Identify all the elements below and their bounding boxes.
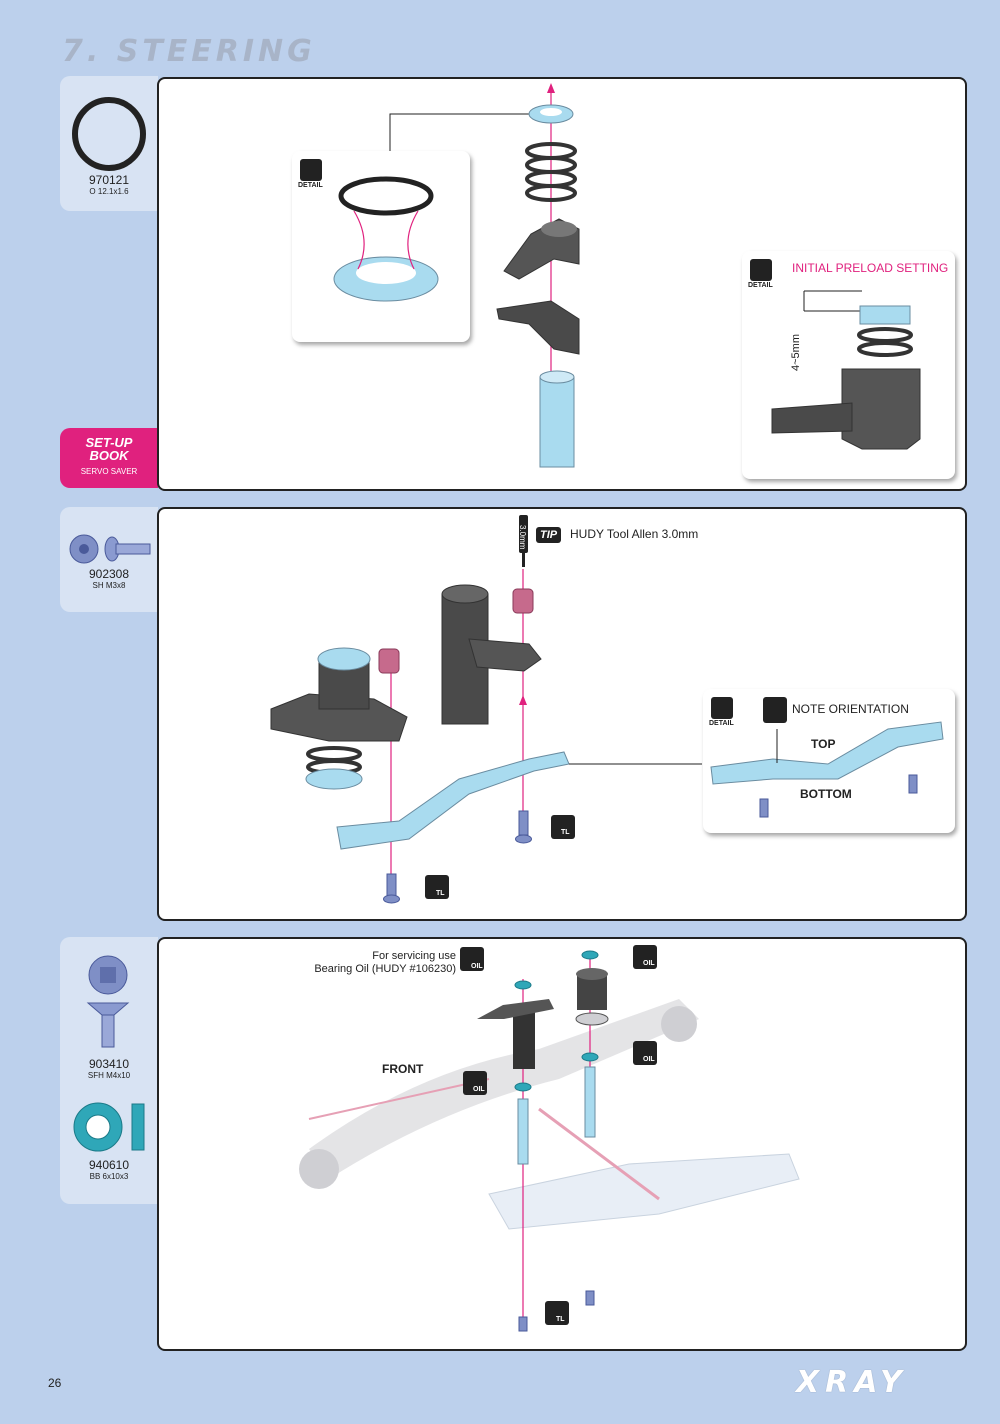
- chassis-install-diagram: [299, 945, 800, 1332]
- magnifier-detail-icon: [711, 697, 733, 719]
- setup-line2: BOOK: [89, 448, 129, 463]
- part-desc: BB 6x10x3: [89, 1172, 129, 1181]
- parts-box-step1: 970121 O 12.1x1.6: [60, 76, 158, 211]
- step1-panel: DETAIL DETAIL INITIAL PRELOAD SETTING 4~…: [157, 77, 967, 491]
- oil-label: OIL: [643, 1056, 655, 1063]
- oil-label: OIL: [473, 1086, 485, 1093]
- step3-panel: For servicing use Bearing Oil (HUDY #106…: [157, 937, 967, 1351]
- oil-label: OIL: [471, 963, 483, 970]
- detail-badge-label: DETAIL: [298, 182, 323, 189]
- top-label: TOP: [811, 737, 836, 751]
- magnifier-detail-icon: [750, 259, 772, 281]
- preload-illustration: [771, 290, 921, 450]
- servicing-text-line2: Bearing Oil (HUDY #106230): [314, 963, 456, 975]
- part-code: 940610: [88, 1158, 130, 1172]
- tl-label: TL: [436, 890, 445, 897]
- tool-size-label: 3.0mm: [518, 525, 527, 550]
- step2-panel: TL TL TIP HUDY Tool Allen 3.0mm 3.0mm DE…: [157, 507, 967, 921]
- warning-icon: [763, 697, 787, 723]
- oring-detail-box: DETAIL: [292, 151, 470, 342]
- tl-label: TL: [556, 1316, 565, 1323]
- detail-badge-label: DETAIL: [709, 720, 734, 727]
- part-desc: SH M3x8: [92, 581, 126, 590]
- part-902308: 902308 SH M3x8: [60, 568, 158, 592]
- o-ring-icon: [72, 97, 146, 171]
- tip-badge: TIP: [536, 527, 562, 543]
- part-code: 902308: [88, 567, 130, 581]
- magnifier-detail-icon: [300, 159, 322, 181]
- part-970121: 970121 O 12.1x1.6: [60, 174, 158, 198]
- oil-label: OIL: [643, 960, 655, 967]
- orientation-note-box: DETAIL NOTE ORIENTATION TOP BOTTOM: [703, 689, 955, 833]
- preload-title: INITIAL PRELOAD SETTING: [792, 261, 949, 275]
- setup-line1: SET-UP: [85, 435, 133, 450]
- tl-label: TL: [561, 829, 570, 836]
- page-number: 26: [48, 1376, 62, 1390]
- part-903410: 903410 SFH M4x10: [60, 1058, 158, 1082]
- servo-saver-bridge-diagram: [270, 515, 702, 904]
- servicing-text-line1: For servicing use: [372, 950, 456, 962]
- step3-parts-icons: [73, 955, 145, 1152]
- parts-box-step2: 902308 SH M3x8: [60, 507, 158, 612]
- preload-dimension: 4~5mm: [790, 334, 802, 371]
- bottom-label: BOTTOM: [800, 787, 852, 801]
- front-label: FRONT: [382, 1062, 424, 1076]
- preload-detail-box: DETAIL INITIAL PRELOAD SETTING 4~5mm: [742, 251, 955, 479]
- part-code: 903410: [88, 1057, 130, 1071]
- part-desc: O 12.1x1.6: [89, 187, 129, 196]
- xray-logo: XRAY: [796, 1365, 908, 1400]
- oring-on-nut-illustration: [333, 176, 439, 302]
- bridge-orientation-illustration: [710, 721, 944, 818]
- button-head-screw-icon: [69, 534, 151, 564]
- part-desc: SFH M4x10: [87, 1071, 131, 1080]
- flat-head-screw-icon: [86, 955, 130, 1048]
- note-title: NOTE ORIENTATION: [792, 702, 909, 716]
- detail-badge-label: DETAIL: [748, 282, 773, 289]
- parts-box-step3: 903410 SFH M4x10 940610 BB 6x10x3: [60, 937, 158, 1204]
- servo-saver-exploded-diagram: [389, 83, 580, 468]
- tip-text: HUDY Tool Allen 3.0mm: [570, 527, 699, 541]
- ball-bearing-icon: [73, 1102, 145, 1152]
- setup-sub: SERVO SAVER: [80, 467, 138, 476]
- setup-book-badge: SET-UP BOOK SERVO SAVER: [60, 428, 158, 488]
- part-code: 970121: [88, 173, 130, 187]
- section-title: 7. STEERING: [62, 34, 316, 69]
- part-940610: 940610 BB 6x10x3: [60, 1159, 158, 1183]
